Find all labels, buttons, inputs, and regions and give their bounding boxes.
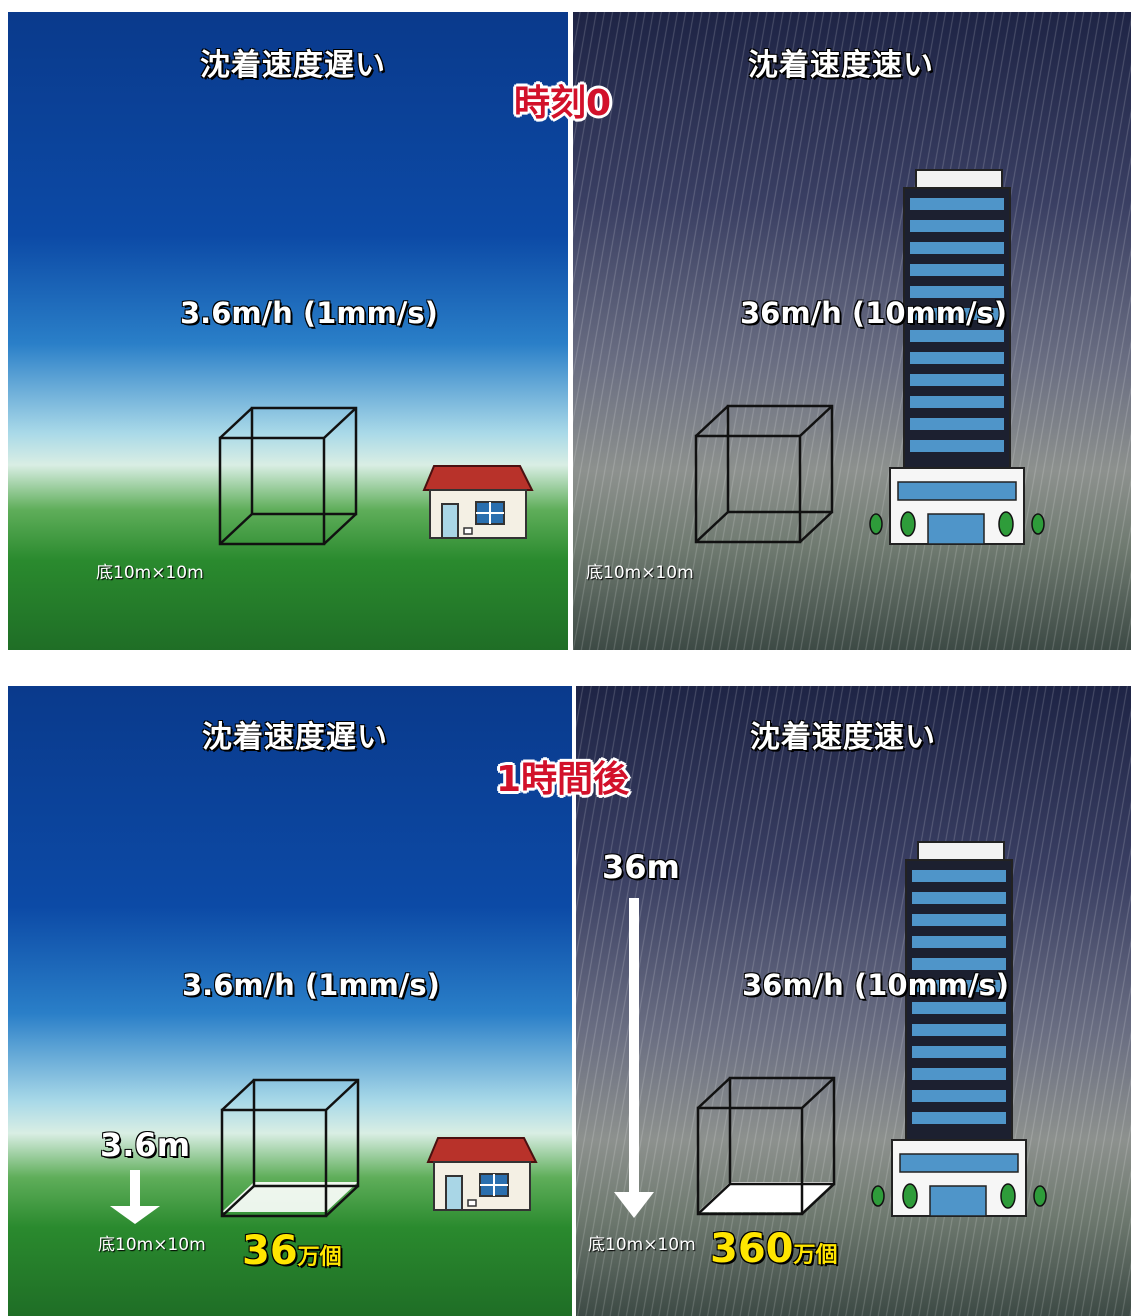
top-slow-base-label: 底10m×10m — [96, 563, 204, 583]
rain-effect — [576, 686, 1131, 1316]
bottom-fast-panel — [576, 686, 1131, 1316]
bottom-slow-speed: 3.6m/h (1mm/s) — [182, 968, 440, 1002]
bottom-slow-cube — [220, 1078, 360, 1218]
fast-count-unit: 万個 — [793, 1243, 838, 1268]
house-icon — [422, 465, 534, 539]
bottom-fast-heading: 沈着速度速い — [750, 720, 936, 755]
down-arrow-icon — [110, 1170, 160, 1224]
rain-effect — [573, 12, 1131, 650]
top-slow-heading: 沈着速度遅い — [200, 48, 386, 83]
top-slow-speed: 3.6m/h (1mm/s) — [180, 296, 438, 330]
top-slow-cube — [218, 406, 358, 546]
top-fast-cube — [694, 404, 834, 544]
house-icon — [426, 1137, 538, 1211]
skyscraper-icon — [871, 841, 1047, 1217]
top-time-label: 時刻0 — [514, 83, 612, 124]
slow-count-number: 36 — [242, 1228, 298, 1274]
skyscraper-icon — [869, 169, 1045, 545]
bottom-fast-cube — [696, 1076, 836, 1216]
slow-count-unit: 万個 — [297, 1245, 342, 1270]
fast-height-label: 36m — [602, 848, 680, 886]
top-fast-base-label: 底10m×10m — [586, 563, 694, 583]
top-fast-heading: 沈着速度速い — [748, 48, 934, 83]
bottom-fast-base-label: 底10m×10m — [588, 1235, 696, 1255]
down-arrow-icon — [614, 898, 654, 1218]
bottom-fast-speed: 36m/h (10mm/s) — [742, 968, 1010, 1002]
top-slow-panel — [8, 12, 568, 650]
bottom-slow-heading: 沈着速度遅い — [202, 720, 388, 755]
slow-height-label: 3.6m — [100, 1126, 191, 1164]
bottom-slow-base-label: 底10m×10m — [98, 1235, 206, 1255]
bottom-time-label: 1時間後 — [496, 759, 630, 800]
top-fast-speed: 36m/h (10mm/s) — [740, 296, 1008, 330]
fast-count-number: 360 — [710, 1226, 794, 1272]
top-fast-panel — [573, 12, 1131, 650]
slow-count: 36万個 — [242, 1228, 342, 1274]
fast-count: 360万個 — [710, 1226, 838, 1272]
